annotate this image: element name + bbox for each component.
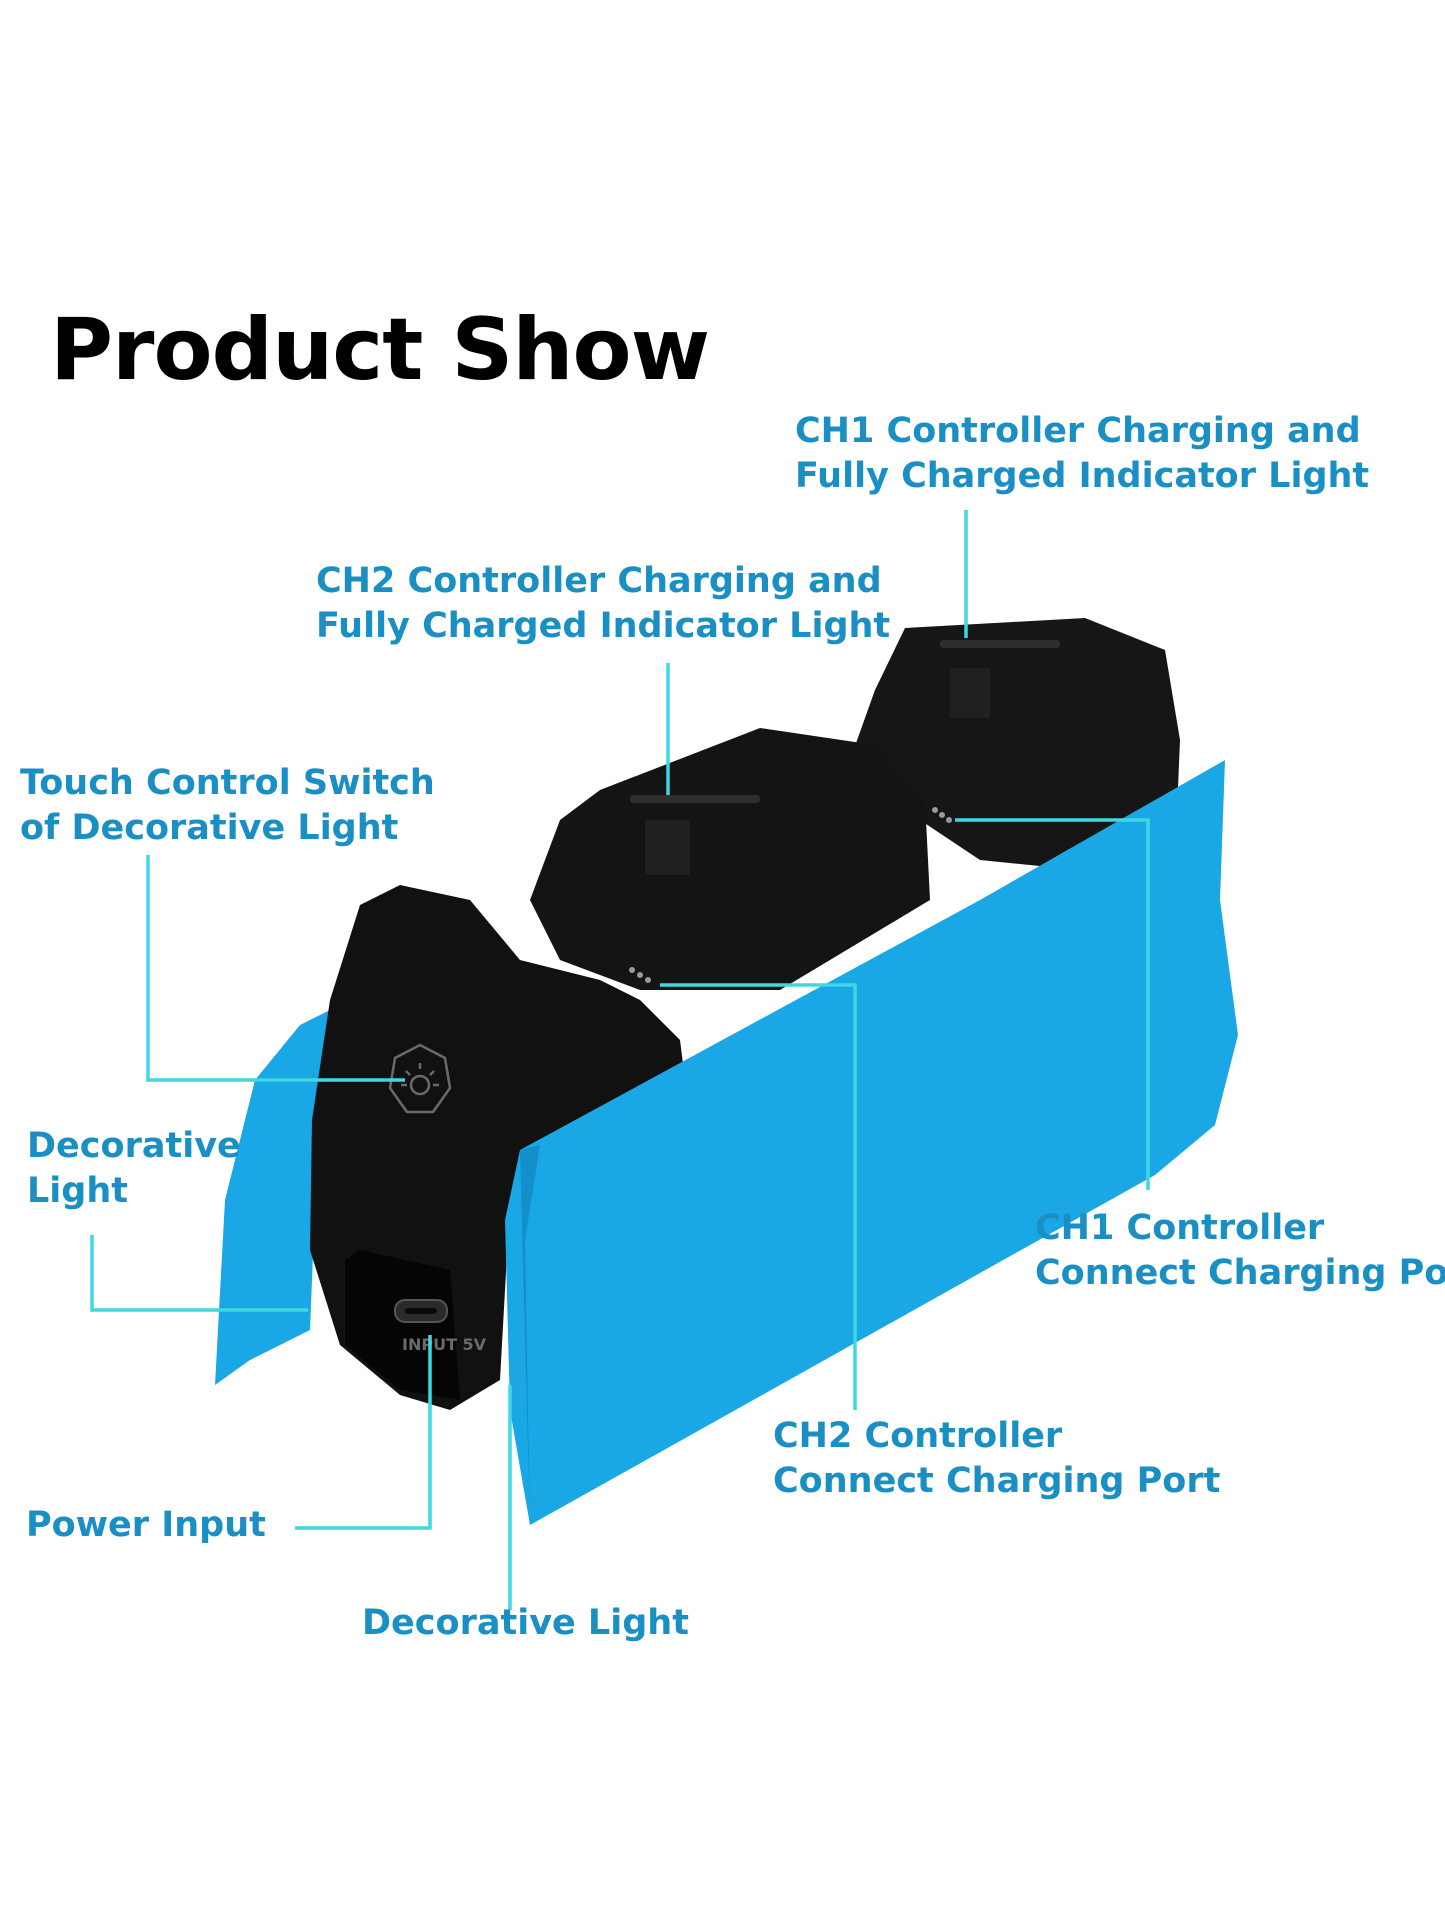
callout-ch1-indicator: CH1 Controller Charging and Fully Charge… xyxy=(795,409,1369,499)
callout-line: CH1 Controller xyxy=(1035,1208,1325,1248)
faceplate-right xyxy=(505,760,1238,1525)
callout-decorative-light-left: Decorative Light xyxy=(27,1124,241,1214)
callout-decorative-light-bottom: Decorative Light xyxy=(362,1601,689,1646)
leader-ch2-port xyxy=(660,983,857,1410)
callout-line: Decorative Light xyxy=(362,1603,689,1643)
callout-line: Touch Control Switch xyxy=(20,763,435,803)
callout-line: Power Input xyxy=(26,1505,266,1545)
leader-decorative-left xyxy=(90,1235,308,1312)
callout-ch2-indicator: CH2 Controller Charging and Fully Charge… xyxy=(316,559,890,649)
leader-ch1-port xyxy=(955,818,1150,1190)
light-bulb-icon xyxy=(388,1043,452,1114)
dock-middle-cradle xyxy=(530,728,930,990)
ch1-charging-contacts xyxy=(932,807,952,823)
page-title: Product Show xyxy=(50,300,710,400)
callout-ch2-port: CH2 Controller Connect Charging Port xyxy=(773,1414,1220,1504)
port-marking: INPUT 5V xyxy=(402,1335,487,1354)
callout-line: of Decorative Light xyxy=(20,808,399,848)
callout-line: CH1 Controller Charging and xyxy=(795,411,1361,451)
callout-line: Decorative xyxy=(27,1126,241,1166)
callout-line: Connect Charging Port xyxy=(773,1461,1221,1501)
callout-line: Connect Charging Port xyxy=(1035,1253,1445,1293)
leader-power-input xyxy=(295,1335,432,1530)
leader-lines xyxy=(90,510,1150,1610)
callout-power-input: Power Input xyxy=(26,1503,266,1548)
faceplate-left xyxy=(215,1010,330,1385)
leader-touch-switch xyxy=(146,855,405,1082)
usb-c-port-icon xyxy=(394,1299,448,1323)
callout-line: Fully Charged Indicator Light xyxy=(795,456,1370,496)
callout-ch1-port: CH1 Controller Connect Charging Port xyxy=(1035,1206,1445,1296)
callout-line: CH2 Controller Charging and xyxy=(316,561,882,601)
callout-line: Fully Charged Indicator Light xyxy=(316,606,891,646)
callout-touch-switch: Touch Control Switch of Decorative Light xyxy=(20,761,435,851)
dock-rear-cradle xyxy=(850,618,1180,870)
ch2-charging-contacts xyxy=(629,967,651,983)
callout-line: Light xyxy=(27,1171,129,1211)
callout-line: CH2 Controller xyxy=(773,1416,1063,1456)
